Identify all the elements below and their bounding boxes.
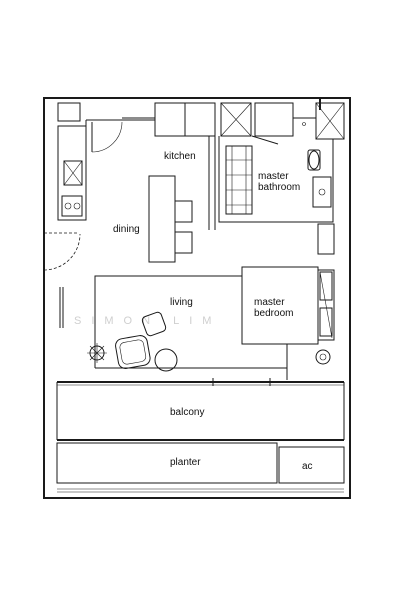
master-bathroom: [218, 102, 345, 223]
label-dining: dining: [113, 224, 140, 235]
ac-ledge: [278, 446, 345, 484]
armchair-2: [115, 335, 151, 369]
sink-icon: [63, 160, 83, 186]
balcony: [56, 382, 345, 441]
shower-rack: [225, 145, 253, 215]
label-master-bathroom-2: bathroom: [258, 182, 300, 193]
bath-box-1: [220, 102, 252, 137]
label-balcony: balcony: [170, 407, 204, 418]
toilet-icon: [307, 149, 321, 171]
lamp-icon: [315, 349, 331, 365]
label-living: living: [170, 297, 193, 308]
label-master-bedroom-1: master: [254, 297, 285, 308]
kitchen-counter: [57, 125, 87, 221]
living-area: [87, 275, 287, 372]
upper-cabinet-2: [184, 102, 216, 137]
stove-icon: [61, 195, 83, 217]
dining-island: [148, 136, 210, 263]
sliding-doors: [57, 378, 344, 386]
island-counter: [148, 175, 176, 263]
bedroom-wardrobe: [315, 223, 335, 365]
kitchen-door-swing: [91, 121, 123, 153]
kitchen-area: [57, 102, 216, 230]
tap-icon: [302, 122, 306, 126]
stool-1: [174, 200, 193, 223]
label-master-bathroom-1: master: [258, 171, 289, 182]
armchair-1: [141, 311, 167, 337]
label-master-bedroom-2: bedroom: [254, 308, 293, 319]
cabinet-top-left: [57, 102, 81, 122]
watermark: SIMON LIM: [74, 315, 221, 327]
upper-cabinet-1: [154, 102, 186, 137]
bed: [241, 266, 319, 345]
planter-box: [56, 442, 278, 484]
planter-ac: [56, 442, 345, 493]
bath-vanity: [254, 102, 294, 137]
outer-walls: [43, 97, 351, 499]
side-table: [154, 348, 178, 372]
label-planter: planter: [170, 457, 201, 468]
stool-2: [174, 231, 193, 254]
master-bedroom: [241, 266, 319, 380]
basin-icon: [312, 176, 332, 208]
label-ac: ac: [302, 461, 313, 472]
bath-box-2: [315, 102, 345, 140]
entrance-door: [43, 232, 81, 328]
label-kitchen: kitchen: [164, 151, 196, 162]
